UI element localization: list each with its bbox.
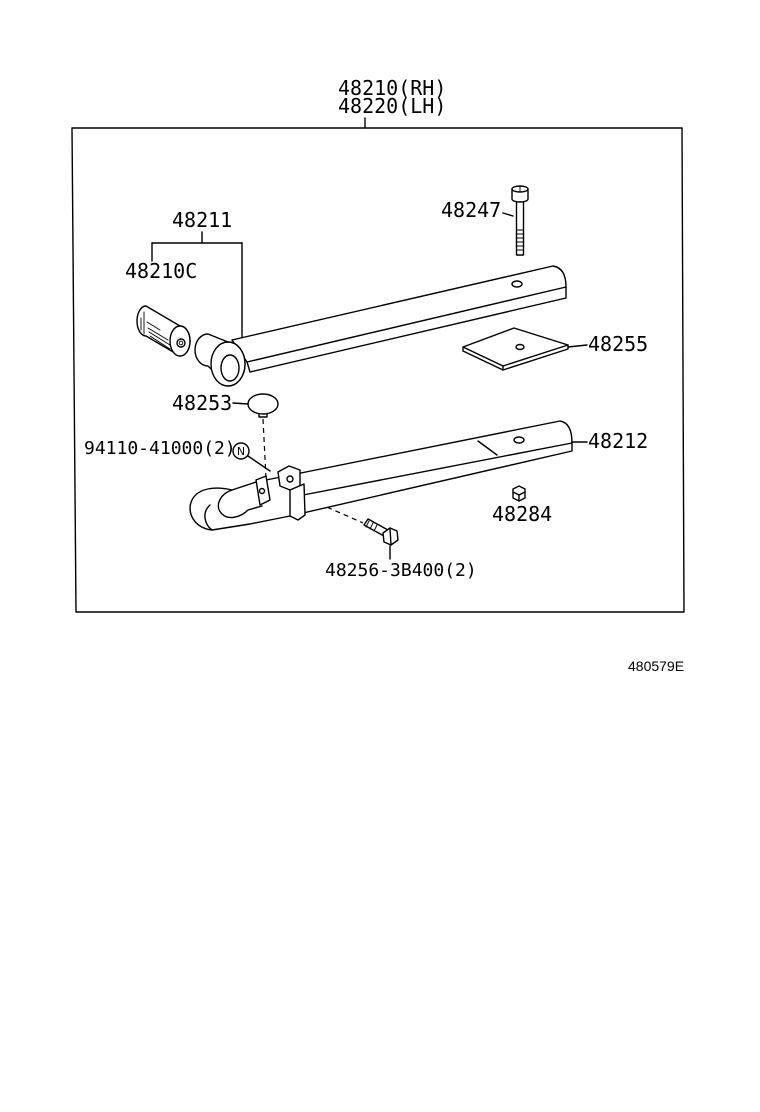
center-bolt-label: 48247 — [441, 198, 501, 222]
non-reusable-mark: N — [237, 445, 245, 458]
nut-label: 48284 — [492, 502, 552, 526]
clip-rivet-hole — [258, 487, 266, 495]
figure-code: 480579E — [628, 658, 684, 674]
leaf-upper-leader — [151, 231, 243, 338]
leaf-lower-taper-line — [477, 440, 498, 456]
plate-leader — [567, 344, 588, 348]
clip-drawing — [255, 465, 306, 521]
plate-hole — [515, 343, 525, 351]
clip-bolt-label: 48256-3B400(2) — [325, 560, 477, 581]
leaf-lower-body — [189, 420, 573, 531]
nut-drawing — [512, 485, 526, 502]
cap-label: 48253 — [172, 391, 232, 415]
bushing-drawing — [136, 305, 191, 357]
nut-top — [512, 485, 526, 496]
assembly-rh-label: 48210(RH) — [338, 76, 446, 100]
clip-bolt-drawing — [363, 518, 399, 546]
rivet-label: 94110-41000(2) — [84, 438, 236, 459]
leaf-lower-hook-curl — [217, 489, 263, 519]
bushing-bore-inner — [178, 340, 184, 346]
center-bolt-shaft — [515, 198, 525, 256]
cap-leader — [232, 402, 249, 405]
leaf-upper-hole — [511, 280, 523, 288]
leaf-lower-hook-face — [204, 504, 213, 531]
center-bolt-thread — [516, 229, 524, 251]
clip-bolt-thread — [365, 520, 378, 532]
cap-dome — [247, 393, 279, 415]
leaf-lower-label: 48212 — [588, 429, 648, 453]
center-bolt-drawing — [511, 185, 529, 256]
rivet-leader — [247, 455, 271, 472]
leaf-lower-front-edge — [297, 442, 573, 497]
center-bolt-leader — [502, 212, 514, 217]
leaf-upper-label: 48211 — [172, 208, 232, 232]
assembly-frame — [71, 127, 685, 613]
leaf-upper-eye-bore — [220, 354, 240, 382]
clip-bolt-head-edge — [389, 527, 392, 546]
cap-drawing — [247, 393, 279, 418]
clip-back-plate — [255, 475, 271, 506]
bushing-label: 48210C — [125, 259, 197, 283]
cap-assembly-line — [262, 418, 267, 479]
clip-hole — [286, 475, 294, 483]
bushing-shading — [140, 311, 171, 350]
leaf-upper-drawing — [194, 265, 567, 387]
plate-drawing — [462, 327, 569, 371]
leaf-upper-front-edge — [246, 286, 567, 363]
leaf-upper-eye-face — [210, 341, 246, 387]
bushing-bore — [176, 338, 186, 348]
plate-label: 48255 — [588, 332, 648, 356]
assembly-lh-label: 48220(LH) — [338, 94, 446, 118]
leaf-lower-hole — [513, 436, 525, 444]
non-reusable-mark-circle — [232, 442, 250, 460]
clip-front-plate — [289, 483, 306, 521]
